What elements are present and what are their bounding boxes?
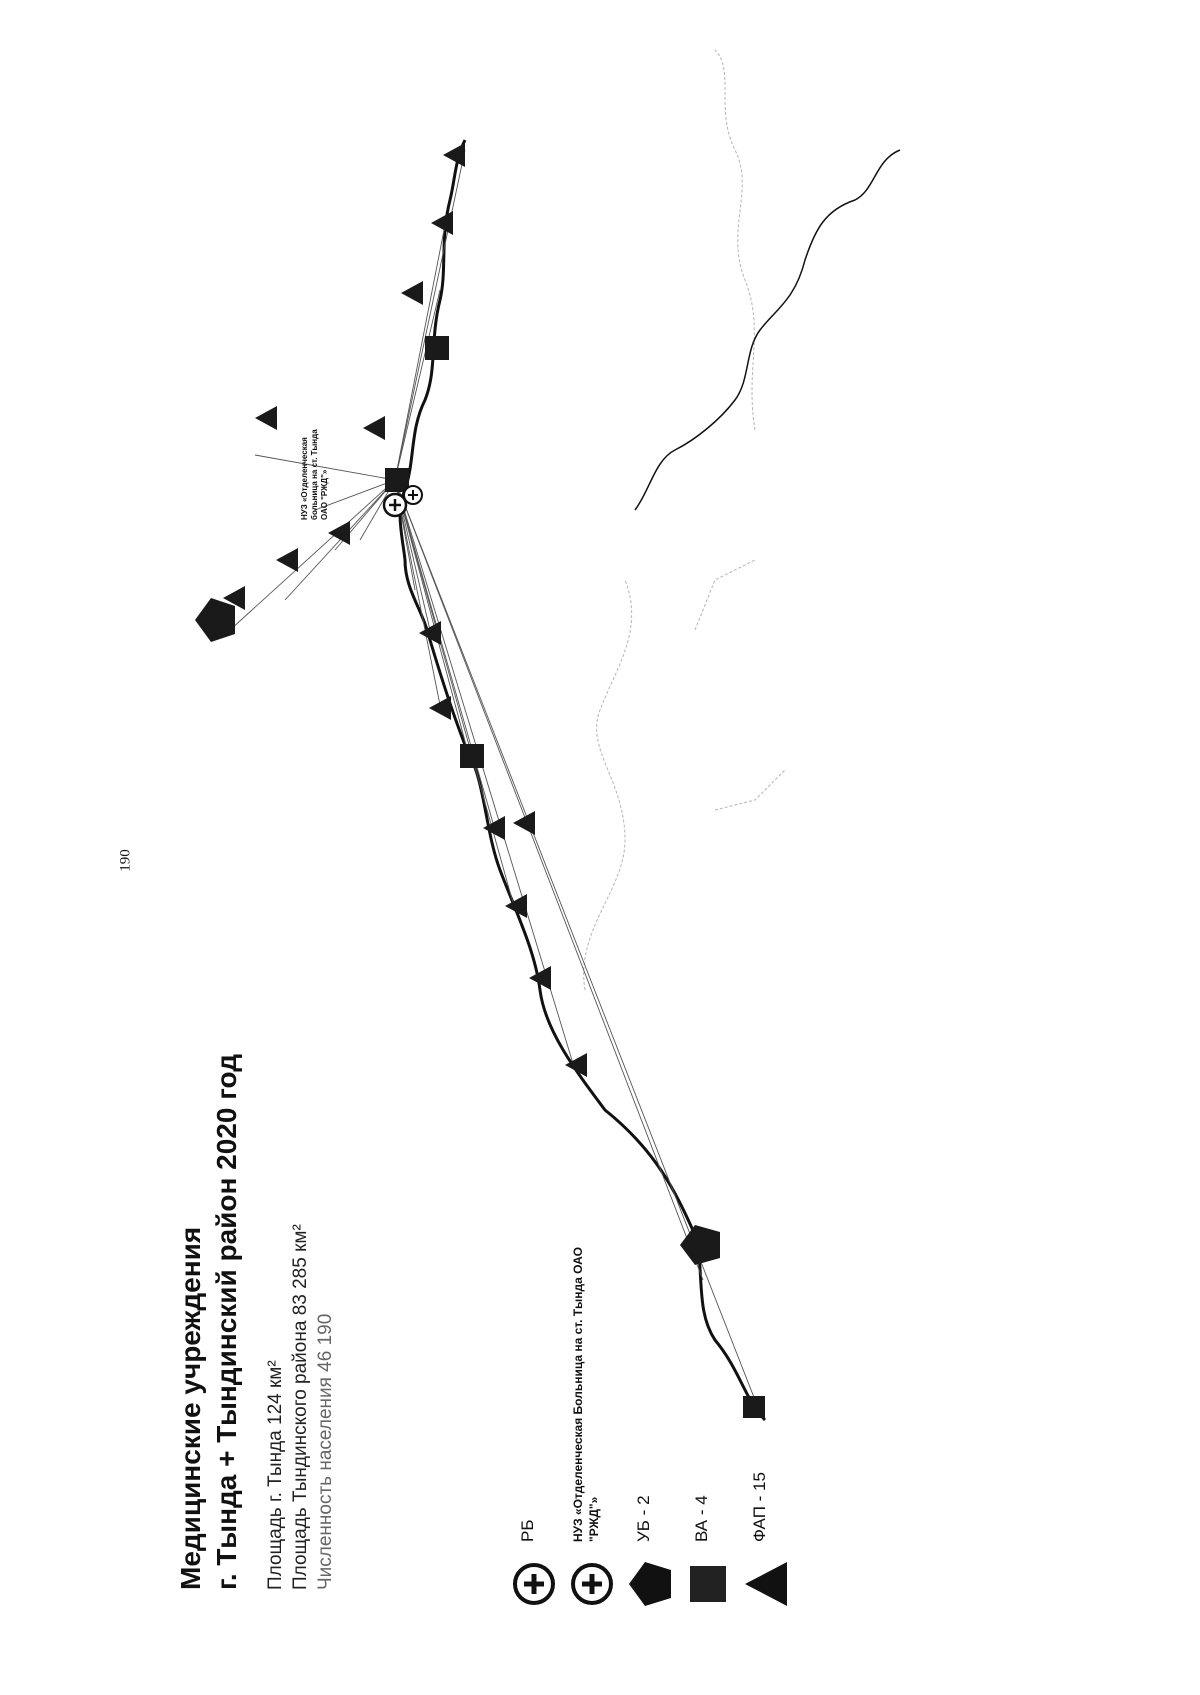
plus-circle-icon xyxy=(513,1563,555,1605)
fap-marker xyxy=(431,211,453,235)
fap-marker xyxy=(443,143,465,167)
fap-marker xyxy=(223,586,245,610)
ub-marker xyxy=(195,598,235,642)
map: НУЗ «Отделенческая больница на ст. Тында… xyxy=(195,49,901,1422)
fap-marker xyxy=(328,521,350,545)
fap-marker xyxy=(255,406,277,430)
title-line-1: Медицинские учреждения xyxy=(175,1226,206,1590)
legend-item-fap: ФАП - 15 xyxy=(742,1108,800,1608)
city-area: Площадь г. Тында 124 км² xyxy=(265,1360,286,1590)
ba-marker xyxy=(460,744,484,768)
square-icon xyxy=(690,1566,726,1602)
plus-circle-icon xyxy=(571,1563,613,1605)
fap-marker xyxy=(276,548,298,572)
ba-marker xyxy=(425,336,449,360)
legend-label: ВА - 4 xyxy=(692,1495,711,1542)
title-line-2: г. Тында + Тындинский район 2020 год xyxy=(211,1053,242,1590)
district-boundary xyxy=(634,149,901,511)
fap-marker xyxy=(483,816,505,840)
fap-marker xyxy=(565,1053,587,1077)
legend-label: НУЗ «Отделенческая Больница на ст. Тында… xyxy=(571,1247,601,1542)
fap-marker xyxy=(363,416,385,440)
fap-marker xyxy=(529,966,551,990)
legend: РБ НУЗ «Отделенческая Больница на ст. Ты… xyxy=(510,1108,800,1608)
fap-marker xyxy=(429,696,451,720)
population: Численность населения 46 190 xyxy=(315,1313,336,1590)
legend-item-ub: УБ - 2 xyxy=(626,1108,684,1608)
ba-markers xyxy=(385,336,765,1418)
fap-marker xyxy=(419,621,441,645)
district-area: Площадь Тындинского района 83 285 км² xyxy=(290,1224,311,1590)
ba-marker xyxy=(743,1396,765,1418)
legend-item-ba: ВА - 4 xyxy=(684,1108,742,1608)
facts-block: Площадь г. Тында 124 км² Площадь Тындинс… xyxy=(263,1224,338,1590)
ub-markers xyxy=(195,598,720,1265)
fap-marker xyxy=(505,894,527,918)
triangle-icon xyxy=(745,1562,787,1606)
fap-marker xyxy=(401,281,423,305)
legend-label: ФАП - 15 xyxy=(750,1472,769,1542)
pentagon-icon xyxy=(629,1562,671,1606)
legend-item-rb: РБ xyxy=(510,1108,568,1608)
legend-label: УБ - 2 xyxy=(634,1495,653,1542)
hub-label: НУЗ «Отделенческая больница на ст. Тында… xyxy=(300,429,329,520)
legend-item-nuz: НУЗ «Отделенческая Больница на ст. Тында… xyxy=(568,1108,626,1608)
slide-frame: НУЗ «Отделенческая больница на ст. Тында… xyxy=(155,30,915,1630)
page-title: Медицинские учреждения г. Тында + Тындин… xyxy=(173,1054,245,1590)
ub-marker xyxy=(680,1225,720,1265)
legend-label: РБ xyxy=(518,1519,537,1543)
map-contours xyxy=(583,49,786,991)
page-number: 190 xyxy=(117,849,134,872)
hub-marker xyxy=(382,485,423,518)
ba-marker xyxy=(385,468,409,492)
fap-markers xyxy=(223,143,587,1077)
fap-marker xyxy=(513,811,535,835)
